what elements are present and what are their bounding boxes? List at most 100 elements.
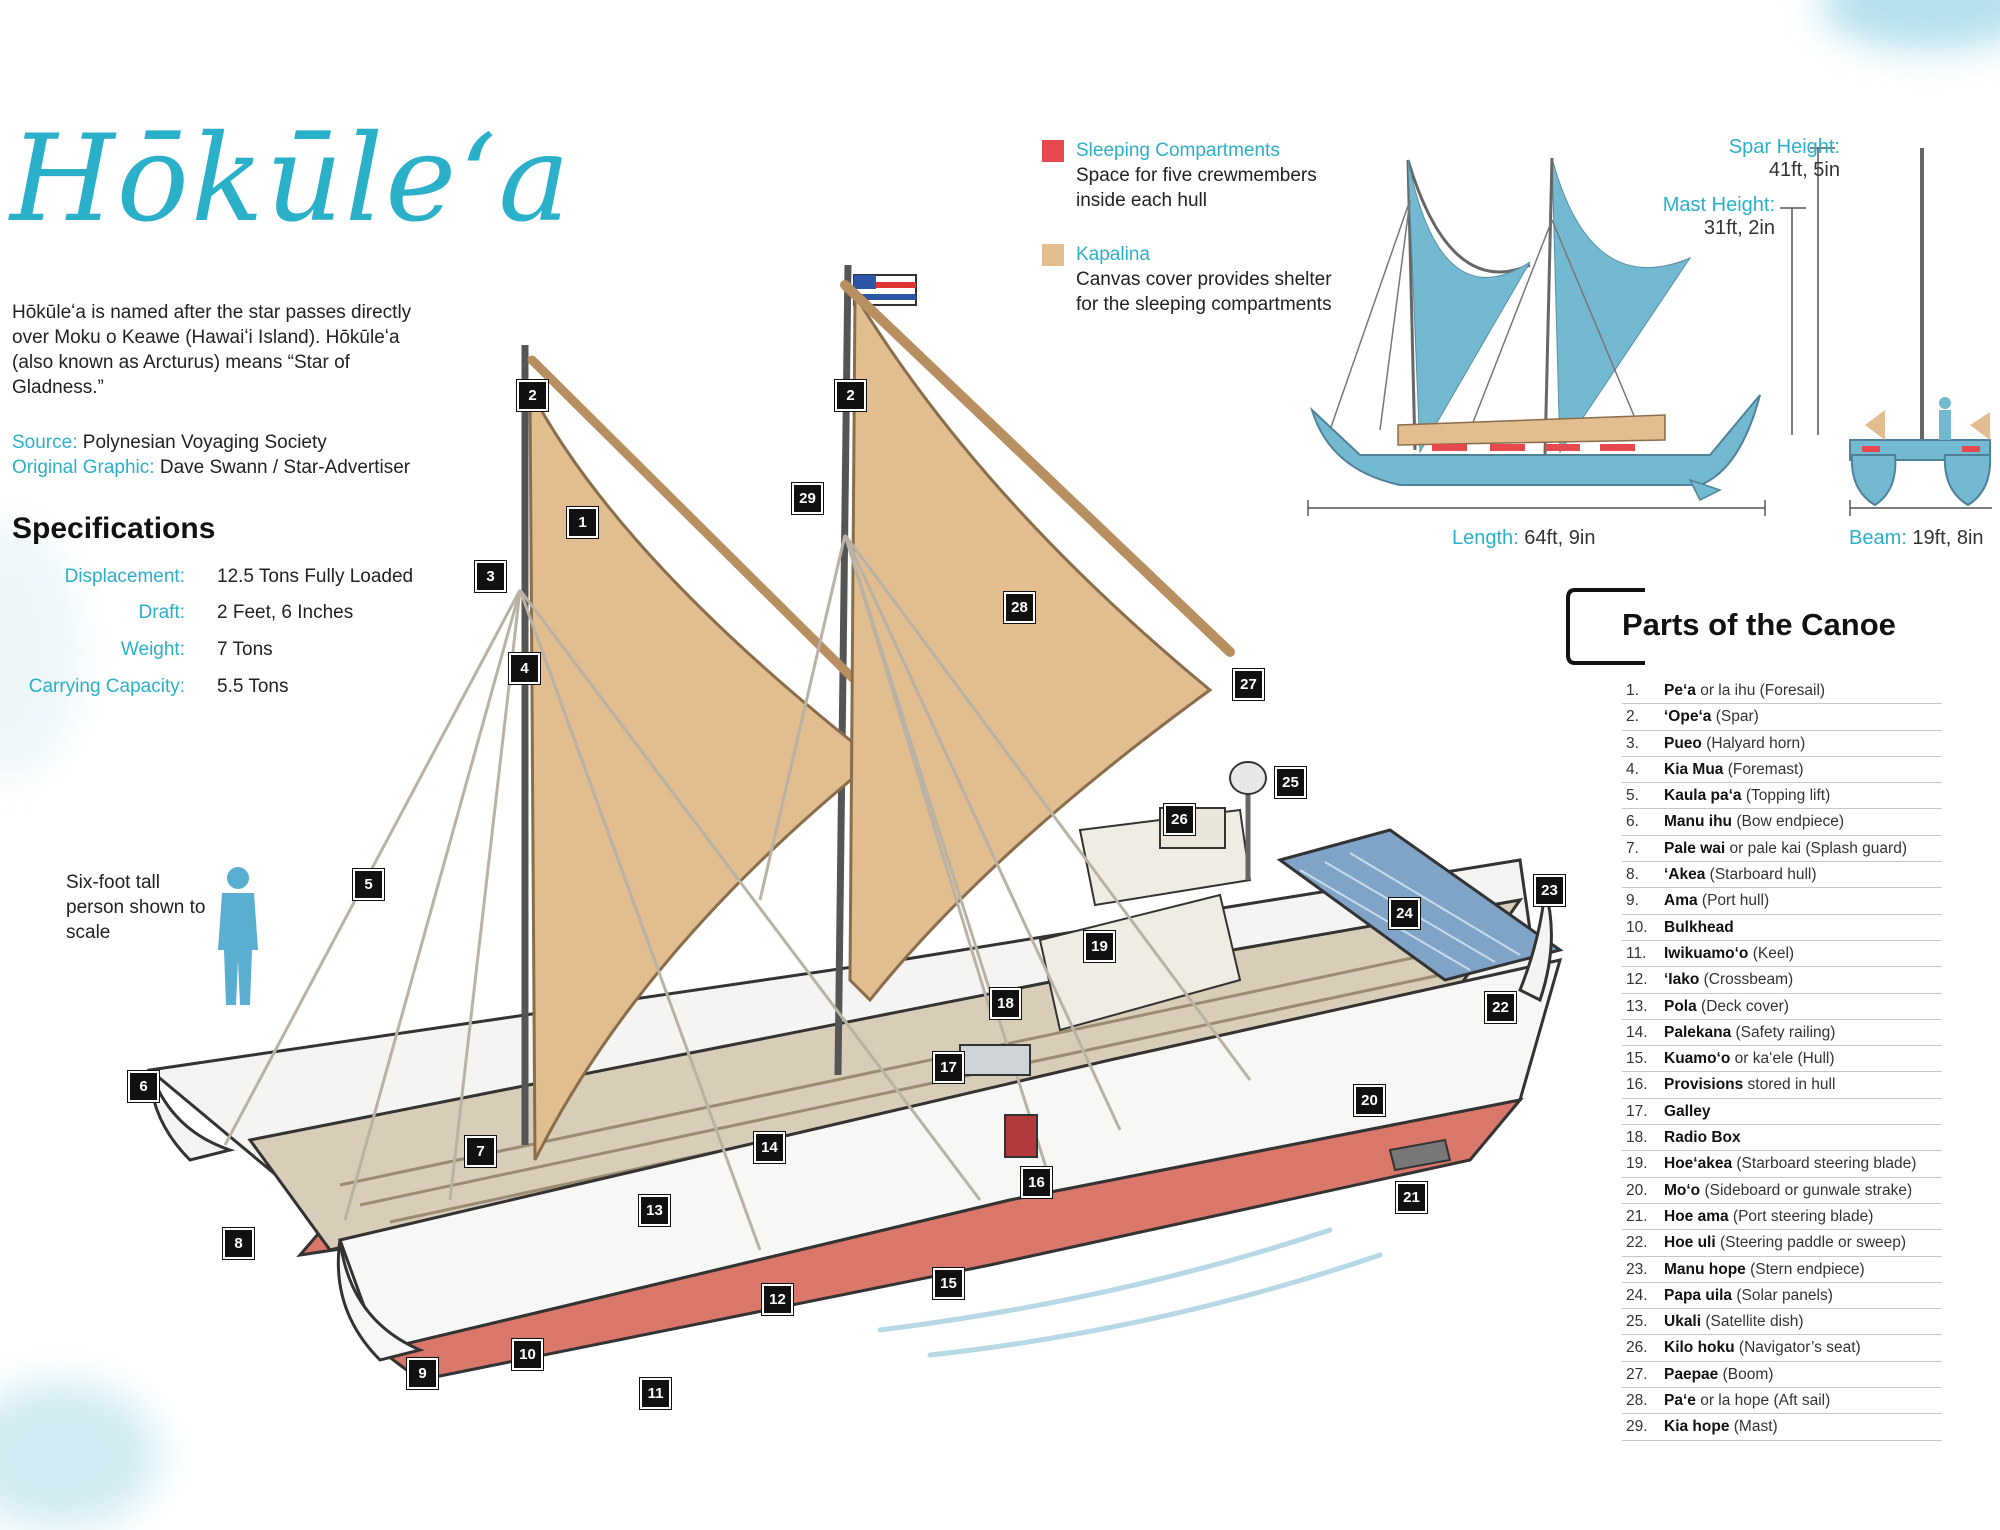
part-name: Provisions stored in hull [1664, 1072, 1835, 1097]
part-name-detail: (Port hull) [1697, 892, 1770, 910]
part-name-primary: Galley [1664, 1102, 1711, 1120]
spec-label: Carrying Capacity: [28, 676, 185, 697]
parts-list-item: 18.Radio Box [1622, 1125, 1942, 1152]
source-label: Source: [12, 432, 78, 453]
part-name-primary: Pola [1664, 997, 1697, 1015]
parts-list-item: 15. Kuamoʻo or kaʻele (Hull) [1622, 1046, 1942, 1073]
length-title: Length: [1452, 527, 1519, 549]
page-title: Hōkūleʻa [10, 110, 572, 249]
mast-height-value: 31ft, 2in [1703, 217, 1775, 239]
part-name-detail: (Mast) [1729, 1418, 1778, 1436]
part-name-primary: Kilo hoku [1664, 1339, 1735, 1357]
part-name-detail: or pale kai (Splash guard) [1725, 839, 1907, 857]
foresail-spar [527, 355, 915, 740]
parts-list-item: 4.Kia Mua (Foremast) [1622, 757, 1942, 784]
specifications-table: Displacement: 12.5 Tons Fully Loaded Dra… [0, 566, 460, 726]
source-value: Polynesian Voyaging Society [82, 432, 327, 453]
profile-view [1307, 147, 1835, 516]
part-name-detail: (Stern endpiece) [1745, 1260, 1865, 1278]
port-bow-endpiece [336, 1239, 425, 1362]
part-name: Hoe ama (Port steering blade) [1664, 1204, 1873, 1229]
part-name: Moʻo (Sideboard or gunwale strake) [1664, 1178, 1912, 1203]
part-name: Iwikuamoʻo (Keel) [1664, 941, 1794, 966]
parts-list-item: 10.Bulkhead [1622, 915, 1942, 941]
part-name-primary: Manu hope [1664, 1260, 1746, 1278]
part-name: Peʻa or la ihu (Foresail) [1664, 678, 1825, 703]
part-name: Radio Box [1664, 1125, 1741, 1150]
part-name: Manu hope (Stern endpiece) [1664, 1257, 1865, 1282]
part-name: Kia Mua (Foremast) [1664, 757, 1804, 782]
parts-heading: Parts of the Canoe [1622, 607, 1896, 642]
part-name-primary: Pueo [1664, 734, 1702, 752]
source-credits: Source: Polynesian Voyaging Society Orig… [12, 430, 410, 480]
parts-list-item: 7.Pale wai or pale kai (Splash guard) [1622, 836, 1942, 863]
parts-list-item: 28.Paʻe or la hope (Aft sail) [1622, 1388, 1942, 1415]
legend-desc: Canvas cover provides shelter for the sl… [1076, 269, 1332, 315]
part-name: Kilo hoku (Navigator’s seat) [1664, 1335, 1861, 1360]
part-name-primary: Moʻo [1664, 1181, 1701, 1199]
part-number: 17. [1626, 1102, 1648, 1120]
part-name-primary: Radio Box [1664, 1129, 1741, 1147]
spar-height-value: 41ft, 5in [1768, 159, 1840, 181]
parts-list-item: 26. Kilo hoku (Navigator’s seat) [1622, 1335, 1942, 1362]
part-name: ʻIako (Crossbeam) [1664, 967, 1793, 992]
legend-desc: Space for five crewmembers inside each h… [1076, 165, 1317, 211]
part-number: 7. [1626, 839, 1639, 857]
part-name-detail: (Solar panels) [1732, 1286, 1833, 1304]
part-name-detail: or la hope (Aft sail) [1695, 1392, 1831, 1410]
aft-sail [848, 289, 1213, 1003]
part-name-detail: (Satellite dish) [1701, 1313, 1804, 1331]
part-number: 26. [1626, 1339, 1648, 1357]
beam-value: 19ft, 8in [1912, 527, 1984, 549]
part-name-detail: (Boom) [1718, 1365, 1774, 1383]
part-name-detail: (Topping lift) [1741, 787, 1831, 805]
part-number: 11. [1626, 944, 1647, 962]
part-name-detail: (Deck cover) [1696, 997, 1789, 1015]
part-name: Ama (Port hull) [1664, 888, 1769, 913]
spec-label: Draft: [138, 602, 185, 623]
hawaii-flag [853, 274, 917, 306]
part-name-primary: Kia hope [1664, 1418, 1730, 1436]
part-name-detail: (Halyard horn) [1701, 734, 1806, 752]
spec-label: Weight: [120, 639, 185, 660]
satellite-dish [1229, 761, 1267, 880]
spec-label: Displacement: [64, 566, 185, 587]
mast-height-label: Mast Height: 31ft, 2in [1620, 194, 1775, 240]
parts-list-item: 2.ʻOpeʻa (Spar) [1622, 704, 1942, 731]
part-name-primary: Iwikuamoʻo [1664, 944, 1749, 962]
parts-list-item: 25.Ukali (Satellite dish) [1622, 1309, 1942, 1336]
spec-value: 5.5 Tons [217, 676, 289, 697]
part-name-detail: (Safety railing) [1731, 1023, 1836, 1041]
part-name-detail: stored in hull [1743, 1076, 1836, 1094]
part-name-primary: Peʻa [1664, 682, 1696, 699]
part-name-primary: Kuamoʻo [1664, 1050, 1731, 1068]
part-number: 6. [1626, 813, 1639, 831]
parts-list-item: 8.ʻAkea (Starboard hull) [1622, 862, 1942, 889]
person-silhouette [218, 867, 258, 1005]
part-name-detail: (Foremast) [1723, 760, 1804, 778]
parts-list-item: 5.Kaula paʻa (Topping lift) [1622, 783, 1942, 810]
length-value: 64ft, 9in [1524, 527, 1596, 549]
part-number: 28. [1626, 1392, 1648, 1410]
spar-height-label: Spar Height: 41ft, 5in [1680, 136, 1840, 182]
beam-title: Beam: [1849, 527, 1907, 549]
parts-list-item: 19.Hoeʻakea (Starboard steering blade) [1622, 1151, 1942, 1178]
part-name-detail: (Navigator’s seat) [1734, 1339, 1861, 1357]
parts-list-item: 3.Pueo (Halyard horn) [1622, 731, 1942, 757]
part-name-detail: (Keel) [1748, 944, 1795, 962]
graphic-label: Original Graphic: [12, 457, 155, 478]
part-number: 15. [1626, 1050, 1648, 1068]
part-name-primary: Paepae [1664, 1365, 1719, 1383]
part-number: 10. [1626, 918, 1648, 936]
part-number: 29. [1626, 1418, 1648, 1436]
spar-height-title: Spar Height: [1728, 136, 1840, 158]
part-name-detail: (Starboard hull) [1705, 866, 1817, 884]
part-name: Manu ihu (Bow endpiece) [1664, 809, 1844, 834]
part-name: Paepae (Boom) [1664, 1362, 1773, 1387]
provisions-box [1004, 1114, 1038, 1158]
part-name: Pueo (Halyard horn) [1664, 731, 1805, 756]
part-name-primary: Ukali [1664, 1313, 1702, 1331]
part-name-detail: or kaʻele (Hull) [1730, 1050, 1835, 1068]
parts-list-item: 12.ʻIako (Crossbeam) [1622, 967, 1942, 994]
